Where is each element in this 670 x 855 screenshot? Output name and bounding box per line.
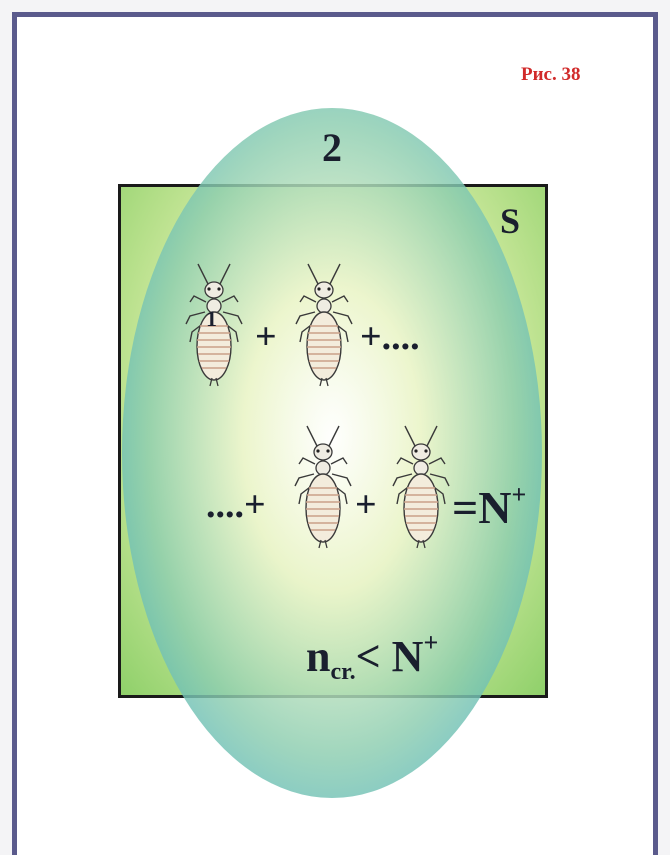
plus-sign: + (355, 486, 377, 524)
figure-label: Рис. 38 (521, 64, 581, 86)
square-label: S (500, 200, 520, 242)
plus-sign: + (255, 318, 277, 356)
ellipsis-plus: +.... (360, 318, 420, 356)
insect-icon (385, 424, 457, 554)
insect-icon (287, 424, 359, 554)
ellipse-label: 2 (322, 124, 342, 171)
critical-condition: ncr.< N+ (306, 628, 438, 686)
result-n-plus: =N+ (452, 482, 526, 531)
insect-icon (288, 262, 360, 392)
insect-number: 1 (206, 306, 217, 332)
leading-ellipsis: ....+ (206, 486, 266, 524)
